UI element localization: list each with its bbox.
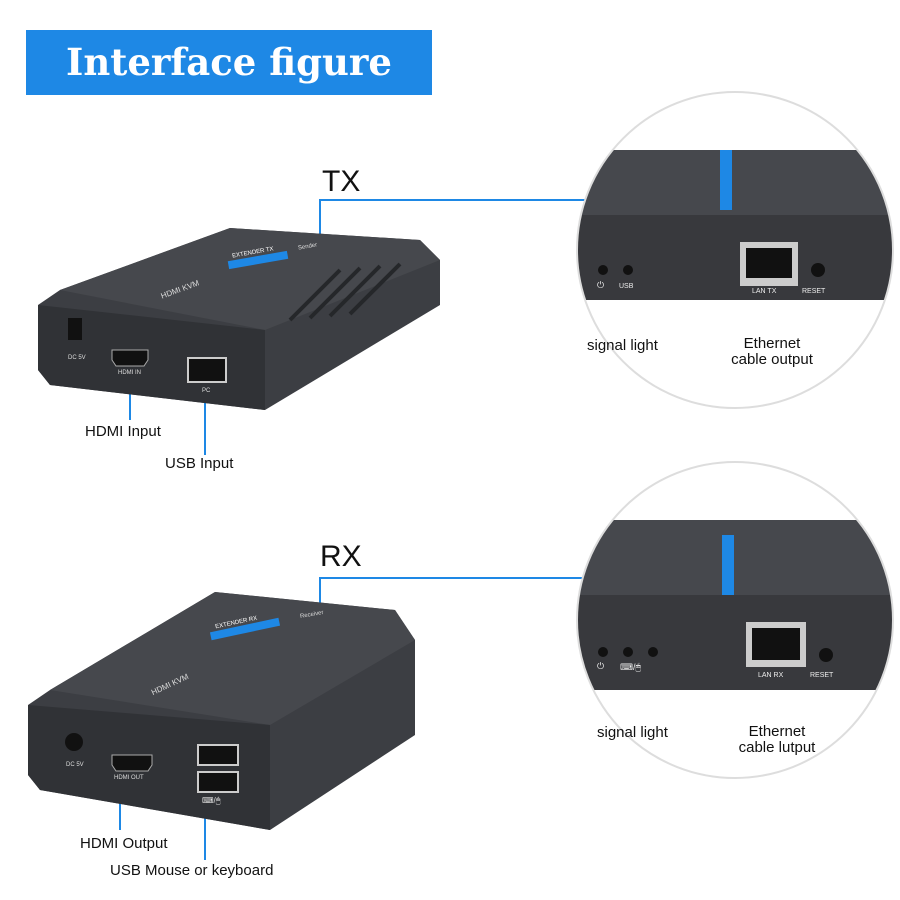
rx-zoom-view [577, 462, 893, 778]
tx-port-hdmi: HDMI IN [118, 370, 141, 376]
rx-port-dc: DC 5V [66, 762, 84, 768]
rx-callout-ethernet-2: cable lutput [738, 739, 816, 756]
tx-port-usb: PC [202, 388, 211, 394]
rx-callout-signal: signal light [597, 724, 668, 741]
rx-port-lan: LAN RX [758, 672, 784, 679]
title-banner: Interface figure [26, 30, 432, 95]
rx-device [28, 592, 415, 830]
rx-callout-ethernet-1: Ethernet [748, 723, 806, 740]
rx-callout-usb: USB Mouse or keyboard [110, 862, 274, 879]
tx-callout-ethernet-2: cable output [731, 351, 813, 368]
rx-callout-hdmi: HDMI Output [80, 835, 168, 852]
power-icon: ⏻ [597, 280, 605, 290]
rx-power-icon: ⏻ [597, 661, 605, 671]
rx-keyboard-mouse-icon: ⌨/🖱 [620, 662, 641, 672]
tx-port-reset: RESET [802, 288, 826, 295]
rx-port-hdmi: HDMI OUT [114, 775, 144, 781]
tx-port-lan: LAN TX [752, 288, 777, 295]
rx-label: RX [320, 540, 362, 573]
rx-port-reset: RESET [810, 672, 834, 679]
tx-zoom-view [577, 92, 893, 408]
tx-led-usb: USB [619, 283, 634, 290]
tx-port-dc: DC 5V [68, 355, 86, 361]
tx-callout-usb: USB Input [165, 455, 234, 472]
tx-callout-hdmi: HDMI Input [85, 423, 161, 440]
keyboard-mouse-icon: ⌨/🖱 [202, 796, 221, 805]
tx-callout-signal: signal light [587, 337, 658, 354]
tx-callout-ethernet-1: Ethernet [743, 335, 801, 352]
tx-device [38, 228, 440, 410]
tx-label: TX [322, 165, 361, 198]
